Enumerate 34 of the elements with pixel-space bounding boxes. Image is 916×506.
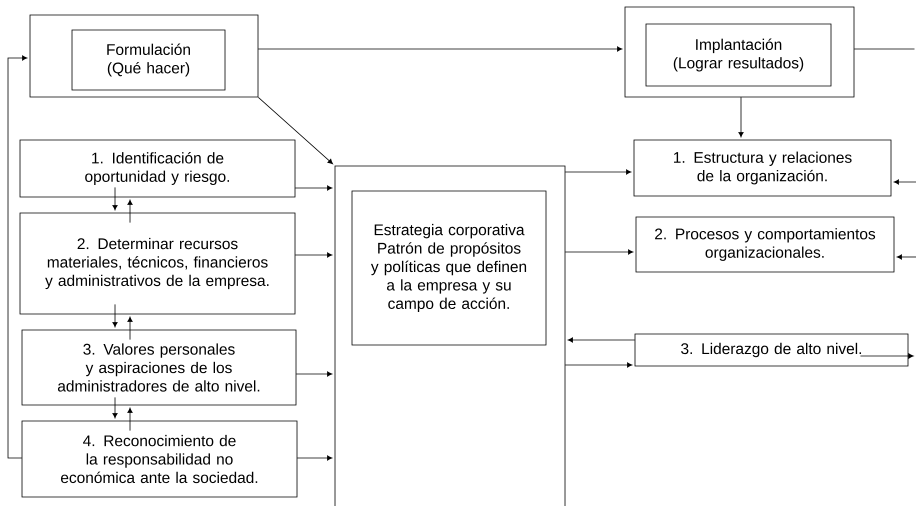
arrow <box>565 249 634 255</box>
arrow <box>894 179 916 185</box>
arrow <box>295 185 332 191</box>
arrow <box>565 169 632 175</box>
text-box: 1. Estructura y relaciones de la organización. <box>634 140 892 196</box>
text-box: 3. Valores personales y aspiraciones de los administradores de alto nivel. <box>22 330 296 406</box>
text-box: 3. Liderazgo de alto nivel. <box>634 334 908 366</box>
text-box: Formulación (Qué hacer) <box>72 30 226 90</box>
arrow <box>896 254 916 260</box>
arrow <box>565 362 632 368</box>
outer-box <box>30 14 258 98</box>
text-box: 4. Reconocimiento de la responsabilidad no económica ante la sociedad. <box>22 420 298 498</box>
arrow <box>112 397 118 418</box>
arrow <box>258 97 333 164</box>
arrow <box>258 46 622 52</box>
arrow <box>860 353 914 359</box>
arrow <box>295 252 332 258</box>
arrow <box>127 316 133 340</box>
arrow <box>8 55 28 458</box>
arrow <box>297 455 332 461</box>
text-box: 1. Identificación de oportunidad y riesgo. <box>20 140 296 198</box>
text-box: 2. Determinar recursos materiales, técnicos, financieros y administrativos de la empresa. <box>20 212 296 314</box>
outer-box <box>334 166 566 506</box>
text-box: Implantación (Lograr resultados) <box>646 24 832 86</box>
text-box: Estrategia corporativa Patrón de propósitos y políticas que definen a la empresa y su campo de acción. <box>352 190 546 346</box>
arrow <box>127 408 133 431</box>
arrow <box>127 200 133 223</box>
arrow <box>738 97 744 138</box>
outer-box <box>624 6 854 98</box>
arrow <box>112 187 118 210</box>
text-box: 2. Procesos y comportamientos organizacionales. <box>636 216 894 272</box>
arrow <box>296 371 332 377</box>
arrow <box>568 337 635 343</box>
arrow <box>112 304 118 328</box>
